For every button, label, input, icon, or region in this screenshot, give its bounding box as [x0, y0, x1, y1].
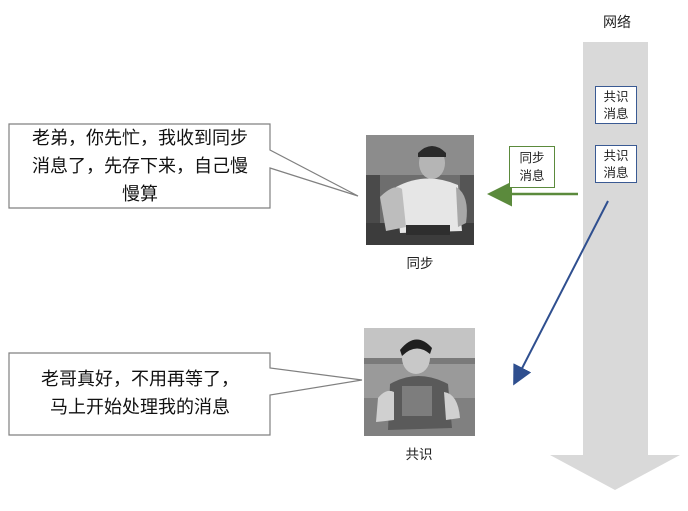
consensus-node-caption: 共识 [364, 443, 474, 463]
bubble-bottom-text: 老哥真好，不用再等了， 马上开始处理我的消息 [12, 366, 268, 422]
bubble-top-line-1: 老弟，你先忙，我收到同步 [12, 125, 268, 153]
consensus-message-1-line1: 共识 [596, 88, 636, 105]
bubble-top-line-2: 消息了，先存下来，自己慢 [12, 153, 268, 181]
sync-message-line1: 同步 [510, 149, 554, 167]
consensus-message-2-line2: 消息 [596, 164, 636, 181]
consensus-message-1: 共识 消息 [595, 86, 637, 124]
sync-message-box: 同步 消息 [509, 146, 555, 188]
bubble-top-line-3: 慢算 [12, 181, 268, 209]
network-title: 网络 [592, 12, 642, 32]
sync-node-caption: 同步 [365, 252, 475, 272]
consensus-node-photo [364, 328, 475, 436]
bubble-bottom-line-1: 老哥真好，不用再等了， [12, 366, 268, 394]
sync-message-line2: 消息 [510, 167, 554, 185]
bubble-bottom-line-2: 马上开始处理我的消息 [12, 394, 268, 422]
consensus-message-1-line2: 消息 [596, 105, 636, 122]
sync-node-photo [366, 135, 474, 245]
bubble-top-text: 老弟，你先忙，我收到同步 消息了，先存下来，自己慢 慢算 [12, 125, 268, 209]
consensus-message-2-line1: 共识 [596, 147, 636, 164]
consensus-message-2: 共识 消息 [595, 145, 637, 183]
